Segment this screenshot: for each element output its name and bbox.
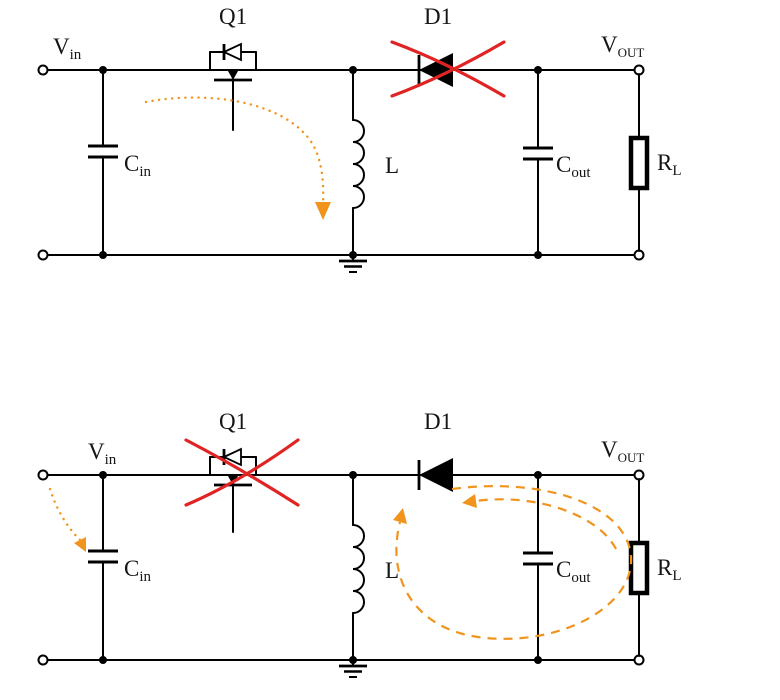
charge-current-arrow <box>144 96 331 220</box>
freewheel-current-loop <box>393 485 633 640</box>
arrowhead-icon <box>393 508 407 524</box>
d1-diode <box>417 53 453 87</box>
load-resistor-rl <box>628 478 650 657</box>
cout-label: Cout <box>556 152 591 181</box>
coil <box>352 119 365 209</box>
cin-label: Cin <box>124 556 152 585</box>
q1-label: Q1 <box>219 4 247 29</box>
input-terminal-bottom <box>37 654 49 666</box>
loop-inner-path <box>475 498 617 550</box>
d1-diode <box>417 458 453 492</box>
q1-mosfet <box>209 42 257 131</box>
input-current-arrow <box>48 487 86 552</box>
arrowhead-icon <box>74 537 86 552</box>
q1-label: Q1 <box>219 409 247 434</box>
cout-label: Cout <box>556 557 591 586</box>
capacitor-cin <box>88 474 118 661</box>
input-terminal-top <box>37 64 49 76</box>
cross-stroke <box>390 40 506 98</box>
resistor-body <box>628 540 650 596</box>
d1-triangle <box>419 458 453 492</box>
vout-label: VOUT <box>601 32 644 60</box>
cross-stroke <box>390 40 506 98</box>
ground-symbol <box>339 659 367 678</box>
bottom-circuit: Vin Q1 D1 VOUT Cin L Cout RL <box>37 409 682 678</box>
input-terminal-bottom <box>37 249 49 261</box>
d1-triangle <box>419 53 453 87</box>
d1-off-cross <box>390 40 506 98</box>
top-circuit: Vin Q1 D1 VOUT Cin L Cout RL <box>37 4 682 273</box>
q1-off-cross <box>184 438 300 507</box>
l-label: L <box>385 558 399 583</box>
cross-stroke <box>184 438 300 507</box>
input-terminal-top <box>37 469 49 481</box>
d1-label: D1 <box>424 409 452 434</box>
current-path <box>48 487 82 542</box>
cin-label: Cin <box>124 151 152 180</box>
cross-stroke <box>184 438 300 507</box>
arrowhead-icon <box>315 202 331 220</box>
rl-label: RL <box>657 555 682 584</box>
d1-label: D1 <box>424 4 452 29</box>
vin-label: Vin <box>88 439 117 468</box>
current-path <box>144 96 325 205</box>
body-diode-triangle <box>221 447 242 467</box>
rl-label: RL <box>657 150 682 179</box>
inductor-l <box>352 69 365 256</box>
loop-outer-path <box>395 485 633 640</box>
load-resistor-rl <box>628 73 650 252</box>
capacitor-cout <box>523 474 553 661</box>
arrowhead-icon <box>462 494 477 508</box>
vout-label: VOUT <box>601 437 644 465</box>
capacitor-cout <box>523 69 553 256</box>
q1-mosfet <box>209 447 257 533</box>
ground-symbol <box>339 254 367 273</box>
resistor-body <box>628 135 650 191</box>
vin-label: Vin <box>53 34 82 63</box>
capacitor-cin <box>88 69 118 256</box>
body-diode-triangle <box>221 42 242 62</box>
inductor-l <box>352 474 365 661</box>
mosfet-arrow <box>228 71 238 80</box>
l-label: L <box>385 153 399 178</box>
coil <box>352 524 365 614</box>
